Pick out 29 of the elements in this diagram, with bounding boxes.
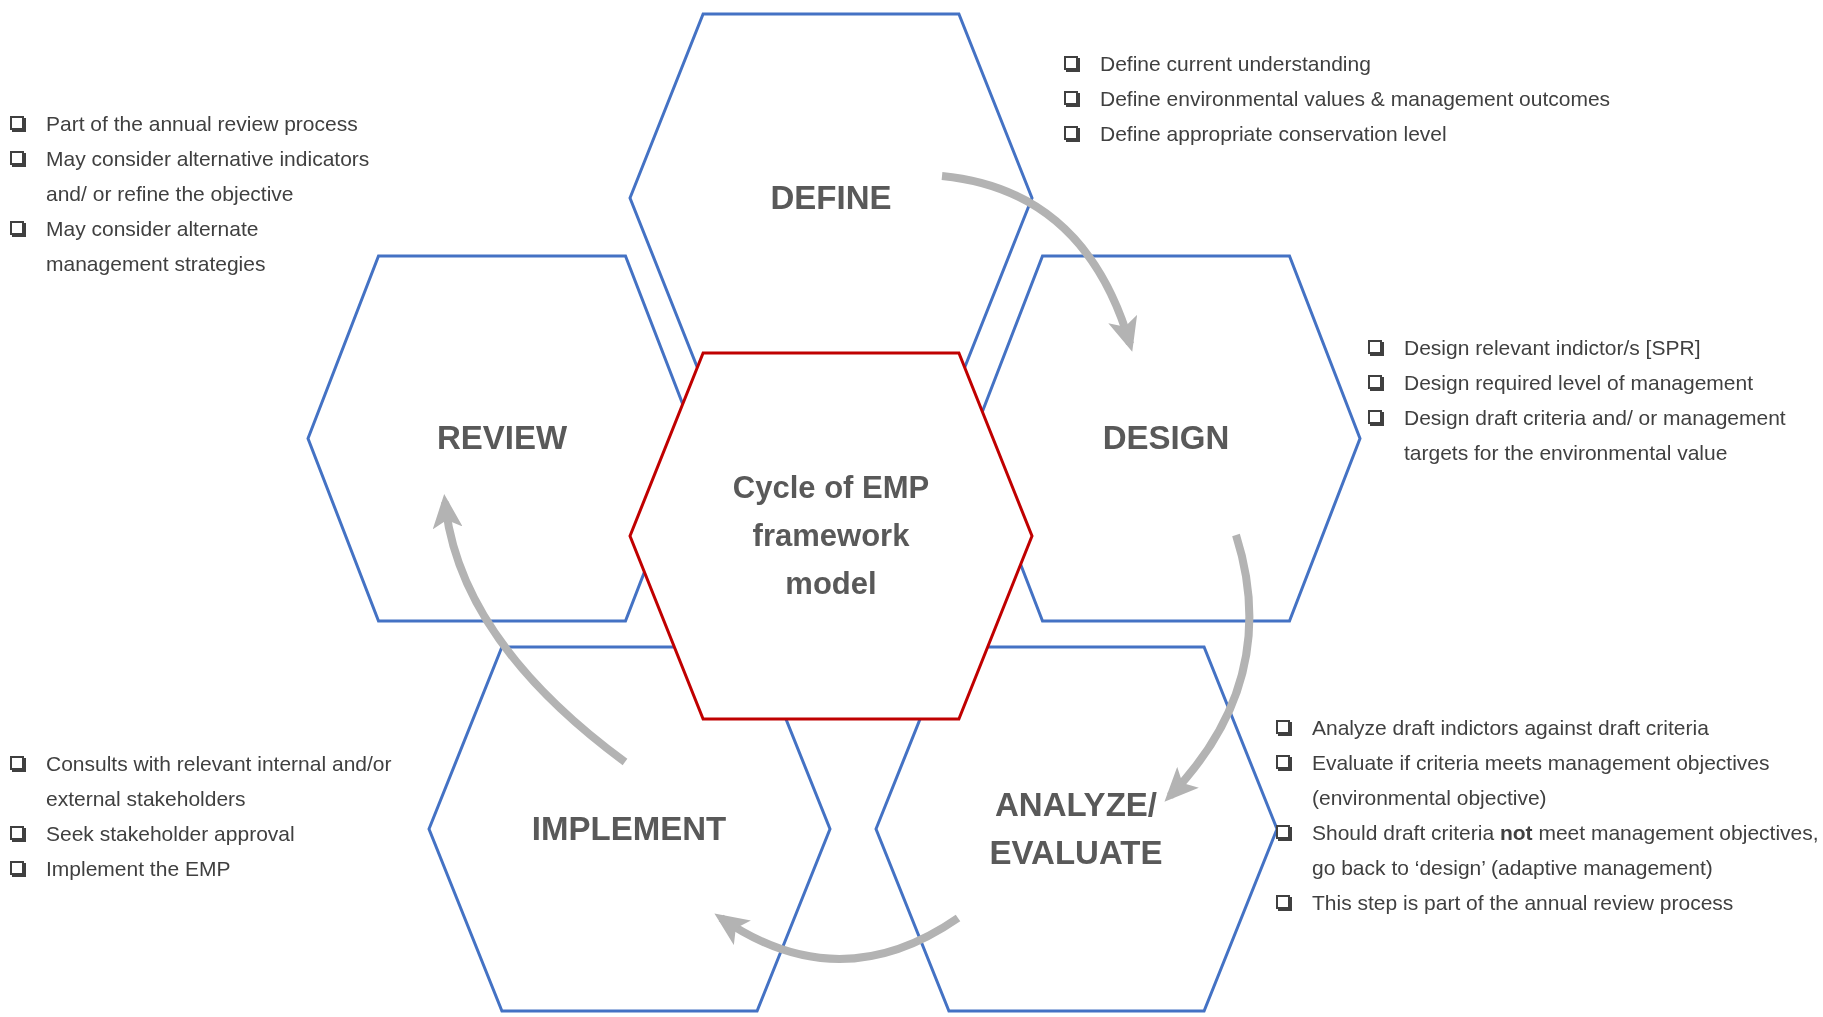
bullet-text: Define current understanding bbox=[1100, 51, 1371, 77]
bullet-text: Design draft criteria and/ or management targets for the environmental value bbox=[1404, 405, 1787, 466]
bullet-text: Define environmental values & management outcomes bbox=[1100, 86, 1611, 112]
curved-arrow bbox=[1164, 533, 1254, 802]
hexagon-label: REVIEW bbox=[436, 418, 568, 458]
bullet-text: Design relevant indictor/s [SPR] bbox=[1404, 335, 1701, 361]
hexagon-label: ANALYZE/ EVALUATE bbox=[988, 785, 1164, 873]
bullet-text: Analyze draft indictors against draft criteria bbox=[1312, 715, 1709, 741]
hexagon bbox=[873, 645, 1279, 1013]
bullet-text: Should draft criteria not meet management objectives, go back to ‘design’ (adaptive management) bbox=[1312, 820, 1820, 881]
bullet-text: Seek stakeholder approval bbox=[46, 821, 295, 847]
bullet-text: Evaluate if criteria meets management objectives (environmental objective) bbox=[1312, 750, 1771, 811]
curved-arrow bbox=[941, 172, 1137, 352]
bullet-text: This step is part of the annual review process bbox=[1312, 890, 1734, 916]
bullet-text: May consider alternate management strategies bbox=[46, 216, 267, 277]
bullet-text: Define appropriate conservation level bbox=[1100, 121, 1447, 147]
bullet-text: May consider alternative indicators and/ or refine the objective bbox=[46, 146, 371, 207]
hexagon-label: DEFINE bbox=[770, 178, 892, 218]
curved-arrow bbox=[714, 913, 961, 963]
hexagon-label: Cycle of EMP framework model bbox=[731, 469, 931, 603]
bullet-text: Consults with relevant internal and/or external stakeholders bbox=[46, 751, 393, 812]
hexagon-label: DESIGN bbox=[1102, 418, 1230, 458]
hexagon bbox=[426, 645, 832, 1013]
hexagon bbox=[628, 351, 1034, 721]
curved-arrow bbox=[433, 494, 628, 766]
bullet-text: Part of the annual review process bbox=[46, 111, 358, 137]
hexagon-label: IMPLEMENT bbox=[531, 809, 727, 849]
bullet-text: Design required level of management bbox=[1404, 370, 1754, 396]
bullet-text: Implement the EMP bbox=[46, 856, 231, 882]
